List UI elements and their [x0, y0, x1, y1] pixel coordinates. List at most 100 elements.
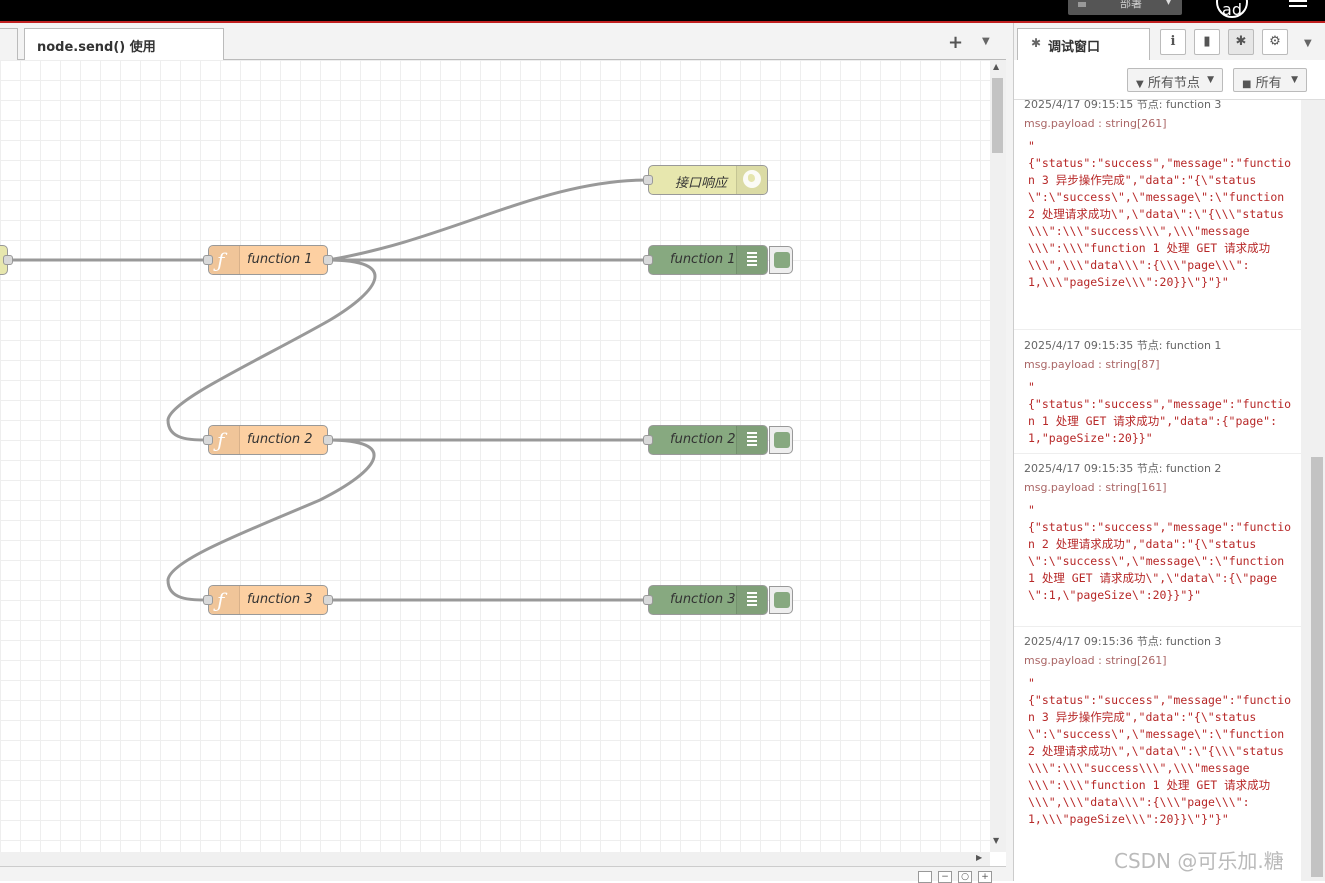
info-button[interactable]: i — [1160, 29, 1186, 55]
scroll-right-icon[interactable]: ▶ — [976, 853, 983, 862]
message-topic[interactable]: msg.payload : string[87] — [1024, 358, 1160, 371]
debug-node-3[interactable]: function 3 — [648, 585, 768, 615]
wires — [8, 178, 649, 602]
message-topic[interactable]: msg.payload : string[261] — [1024, 117, 1167, 130]
input-port[interactable] — [643, 435, 653, 445]
output-port[interactable] — [323, 595, 333, 605]
trash-icon: ■ — [1242, 79, 1252, 90]
message-value[interactable]: " {"status":"success","message":"functio… — [1028, 503, 1292, 602]
debug-list-scrollbar[interactable] — [1301, 100, 1325, 881]
debug-message[interactable]: 2025/4/17 09:15:35 节点: function 1 msg.pa… — [1014, 331, 1301, 454]
bug-icon: ✱ — [1031, 36, 1042, 50]
message-meta: 2025/4/17 09:15:36 节点: function 3 — [1024, 635, 1222, 648]
function-node-2[interactable]: ƒ function 2 — [208, 425, 328, 455]
scrollbar-thumb[interactable] — [1311, 457, 1323, 877]
debug-message[interactable]: 2025/4/17 09:15:35 节点: function 2 msg.pa… — [1014, 454, 1301, 627]
list-icon — [736, 246, 767, 274]
message-meta: 2025/4/17 09:15:35 节点: function 2 — [1024, 462, 1222, 475]
list-icon — [736, 426, 767, 454]
node-label: function 1 — [247, 252, 313, 267]
input-port[interactable] — [643, 595, 653, 605]
message-topic[interactable]: msg.payload : string[161] — [1024, 481, 1167, 494]
map-icon[interactable] — [918, 871, 932, 883]
message-value[interactable]: " {"status":"success","message":"functio… — [1028, 380, 1292, 445]
deploy-icon — [1078, 2, 1086, 7]
chevron-down-icon[interactable]: ▾ — [1166, 0, 1172, 8]
function-node-3[interactable]: ƒ function 3 — [208, 585, 328, 615]
message-topic[interactable]: msg.payload : string[261] — [1024, 654, 1167, 667]
globe-icon — [736, 166, 767, 194]
chevron-down-icon: ▼ — [1207, 75, 1214, 85]
debug-message-list[interactable]: 2025/4/17 09:15:15 节点: function 3 msg.pa… — [1014, 100, 1301, 881]
debug-toggle-button[interactable] — [769, 246, 793, 274]
help-button[interactable]: ▮ — [1194, 29, 1220, 55]
debug-button[interactable]: ✱ — [1228, 29, 1254, 55]
zoom-in-icon[interactable]: + — [978, 871, 992, 883]
tab-list-menu-icon[interactable]: ▼ — [982, 36, 990, 47]
function-icon: ƒ — [209, 426, 240, 454]
canvas-horizontal-scrollbar[interactable]: ▶ — [0, 852, 990, 866]
scroll-down-icon[interactable]: ▼ — [993, 836, 1000, 845]
debug-message[interactable]: 2025/4/17 09:15:15 节点: function 3 msg.pa… — [1014, 100, 1301, 330]
tab-flow[interactable]: node.send() 使用 — [24, 28, 224, 60]
user-avatar[interactable]: ad — [1216, 0, 1248, 19]
message-value[interactable]: " {"status":"success","message":"functio… — [1028, 139, 1292, 289]
chevron-down-icon[interactable]: ▼ — [1304, 38, 1312, 49]
book-icon: ▮ — [1203, 34, 1211, 49]
chevron-down-icon: ▼ — [1291, 75, 1298, 85]
debug-filter-bar: ▼ 所有节点 ▼ ■ 所有 ▼ — [1014, 60, 1325, 100]
filter-icon: ▼ — [1136, 79, 1144, 90]
node-label: function 2 — [247, 432, 313, 447]
input-port[interactable] — [203, 255, 213, 265]
list-icon — [736, 586, 767, 614]
debug-message[interactable]: 2025/4/17 09:15:36 节点: function 3 msg.pa… — [1014, 627, 1301, 881]
node-label: 接口响应 — [675, 176, 728, 191]
debug-node-2[interactable]: function 2 — [648, 425, 768, 455]
zoom-reset-icon[interactable]: ○ — [958, 871, 972, 883]
message-meta: 2025/4/17 09:15:15 节点: function 3 — [1024, 100, 1222, 111]
deploy-button[interactable]: 部署 ▾ — [1068, 0, 1182, 15]
input-port[interactable] — [203, 595, 213, 605]
scroll-up-icon[interactable]: ▲ — [993, 62, 1000, 71]
function-icon: ƒ — [209, 586, 240, 614]
scrollbar-thumb[interactable] — [992, 78, 1003, 153]
gear-icon: ⚙ — [1269, 34, 1281, 49]
wire — [327, 178, 649, 262]
info-icon: i — [1170, 34, 1176, 49]
input-port[interactable] — [643, 175, 653, 185]
message-value[interactable]: " {"status":"success","message":"functio… — [1028, 676, 1292, 826]
zoom-out-icon[interactable]: − — [938, 871, 952, 883]
wire — [166, 258, 377, 442]
debug-node-1[interactable]: function 1 — [648, 245, 768, 275]
watermark: CSDN @可乐加.糖 — [1114, 849, 1284, 873]
flow-canvas[interactable]: 接口响应 ƒ function 1 function 1 ƒ function … — [0, 60, 990, 852]
filter-nodes-button[interactable]: ▼ 所有节点 ▼ — [1127, 68, 1223, 92]
output-port[interactable] — [323, 255, 333, 265]
node-label: function 1 — [670, 252, 736, 267]
canvas-vertical-scrollbar[interactable]: ▲ ▼ — [990, 60, 1006, 852]
sidebar-resize-handle[interactable] — [1006, 23, 1014, 881]
header-bar: 部署 ▾ ad — [0, 0, 1325, 23]
hamburger-menu-icon[interactable] — [1289, 0, 1307, 10]
previous-tab[interactable] — [0, 28, 18, 60]
tab-debug[interactable]: ✱ 调试窗口 — [1017, 28, 1150, 60]
output-port[interactable] — [323, 435, 333, 445]
input-port[interactable] — [203, 435, 213, 445]
wire — [166, 438, 376, 602]
debug-toggle-button[interactable] — [769, 426, 793, 454]
workspace-tab-bar: node.send() 使用 + ▼ — [0, 23, 1006, 60]
function-icon: ƒ — [209, 246, 240, 274]
output-port[interactable] — [3, 255, 13, 265]
config-button[interactable]: ⚙ — [1262, 29, 1288, 55]
clear-label: 所有 — [1255, 76, 1282, 91]
function-node-1[interactable]: ƒ function 1 — [208, 245, 328, 275]
http-response-node[interactable]: 接口响应 — [648, 165, 768, 195]
bug-icon: ✱ — [1235, 34, 1247, 49]
add-tab-icon[interactable]: + — [948, 32, 964, 53]
clear-messages-button[interactable]: ■ 所有 ▼ — [1233, 68, 1307, 92]
input-port[interactable] — [643, 255, 653, 265]
canvas-footer: − ○ + — [0, 866, 1006, 883]
debug-toggle-button[interactable] — [769, 586, 793, 614]
node-label: function 2 — [670, 432, 736, 447]
filter-nodes-label: 所有节点 — [1147, 76, 1200, 91]
